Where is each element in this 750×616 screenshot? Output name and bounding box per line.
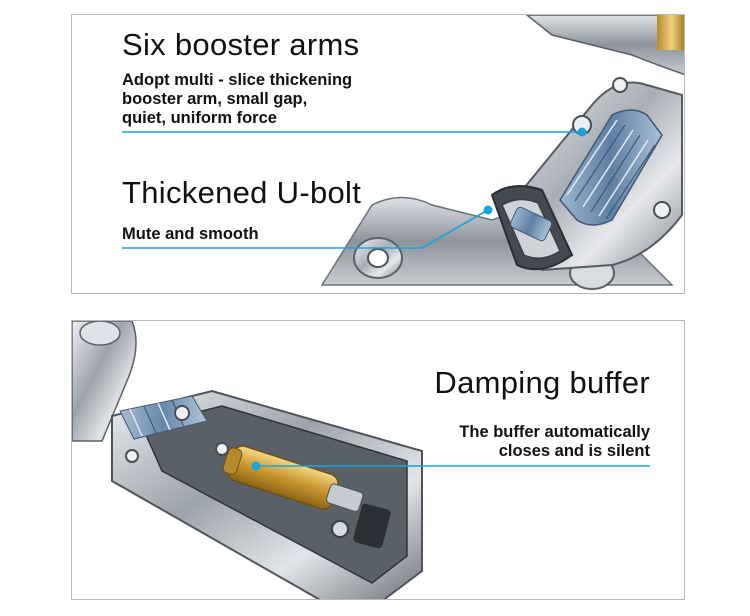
hinge-damper-illustration <box>72 321 650 599</box>
desc-line: Adopt multi - slice thickening <box>122 71 353 89</box>
booster-arm-spring-stack <box>559 109 663 226</box>
feature-desc-damping: The buffer automatically closes and is s… <box>459 423 650 461</box>
feature-desc-ubolt: Mute and smooth <box>122 225 259 244</box>
panel-damping-buffer: Damping buffer The buffer automatically … <box>71 320 685 600</box>
feature-title-damping: Damping buffer <box>434 365 650 400</box>
panel-booster-and-ubolt: Six booster arms Adopt multi - slice thi… <box>71 14 685 294</box>
desc-line: quiet, uniform force <box>122 109 277 127</box>
feature-title-booster-arms: Six booster arms <box>122 27 360 62</box>
hinge-arm-illustration <box>122 15 684 290</box>
callout-line-booster-arms <box>122 127 587 137</box>
feature-title-ubolt: Thickened U-bolt <box>122 175 362 210</box>
callout-line-damping <box>251 461 650 471</box>
callout-line-ubolt <box>122 205 493 249</box>
desc-line: closes and is silent <box>498 442 650 460</box>
feature-desc-booster-arms: Adopt multi - slice thickening booster a… <box>122 71 352 128</box>
desc-line: booster arm, small gap, <box>122 90 308 108</box>
desc-line: Mute and smooth <box>122 225 259 243</box>
desc-line: The buffer automatically <box>459 423 650 441</box>
